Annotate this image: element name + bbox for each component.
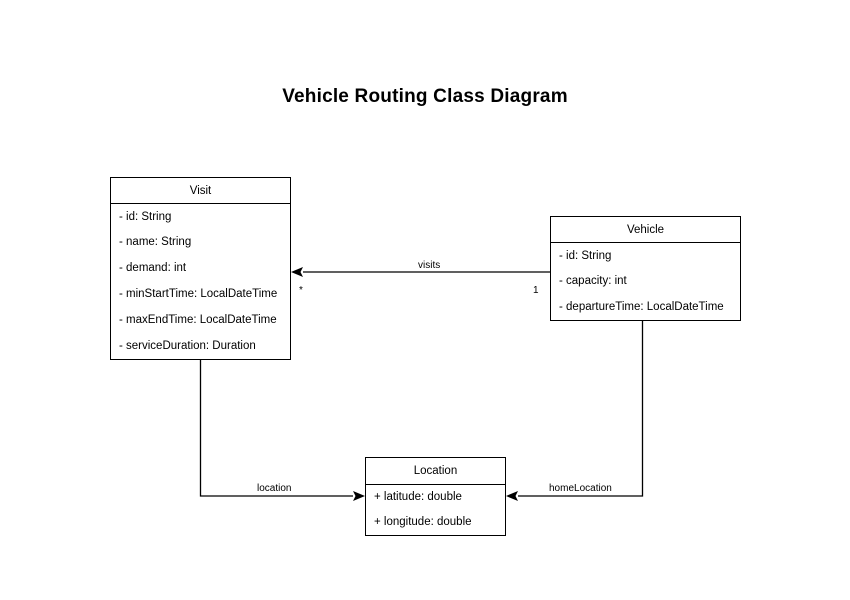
edge-location [199,360,365,501]
attribute-row: - capacity: int [559,275,627,288]
attribute-row: - id: String [559,249,612,262]
attribute-row: - serviceDuration: Duration [119,339,256,352]
attribute-row: - minStartTime: LocalDateTime [119,288,278,301]
class-name-vehicle: Vehicle [551,217,740,243]
attribute-row: - departureTime: LocalDateTime [559,300,724,313]
attribute-row: - demand: int [119,262,187,275]
attribute-row: + longitude: double [374,516,472,529]
multiplicity-visit-side: * [299,285,303,296]
edge-label-location: location [254,483,295,494]
class-box-visit[interactable]: Visit - id: String - name: String - dema… [110,177,291,360]
edge-visits [291,267,550,277]
class-name-location: Location [366,458,505,485]
diagram-title: Vehicle Routing Class Diagram [282,86,568,107]
class-box-vehicle[interactable]: Vehicle - id: String - capacity: int - d… [550,216,741,321]
class-attributes-location: + latitude: double + longitude: double [366,485,505,535]
attribute-row: - id: String [119,210,172,223]
edge-label-visits: visits [415,260,444,271]
attribute-row: - maxEndTime: LocalDateTime [119,313,277,326]
attribute-row: + latitude: double [374,491,462,504]
edge-home-location [506,321,644,501]
class-attributes-visit: - id: String - name: String - demand: in… [111,204,290,359]
class-box-location[interactable]: Location + latitude: double + longitude:… [365,457,506,536]
attribute-row: - name: String [119,236,192,249]
edge-label-home-location: homeLocation [546,483,615,494]
multiplicity-vehicle-side: 1 [533,285,539,296]
class-attributes-vehicle: - id: String - capacity: int - departure… [551,243,740,320]
class-name-visit: Visit [111,178,290,204]
